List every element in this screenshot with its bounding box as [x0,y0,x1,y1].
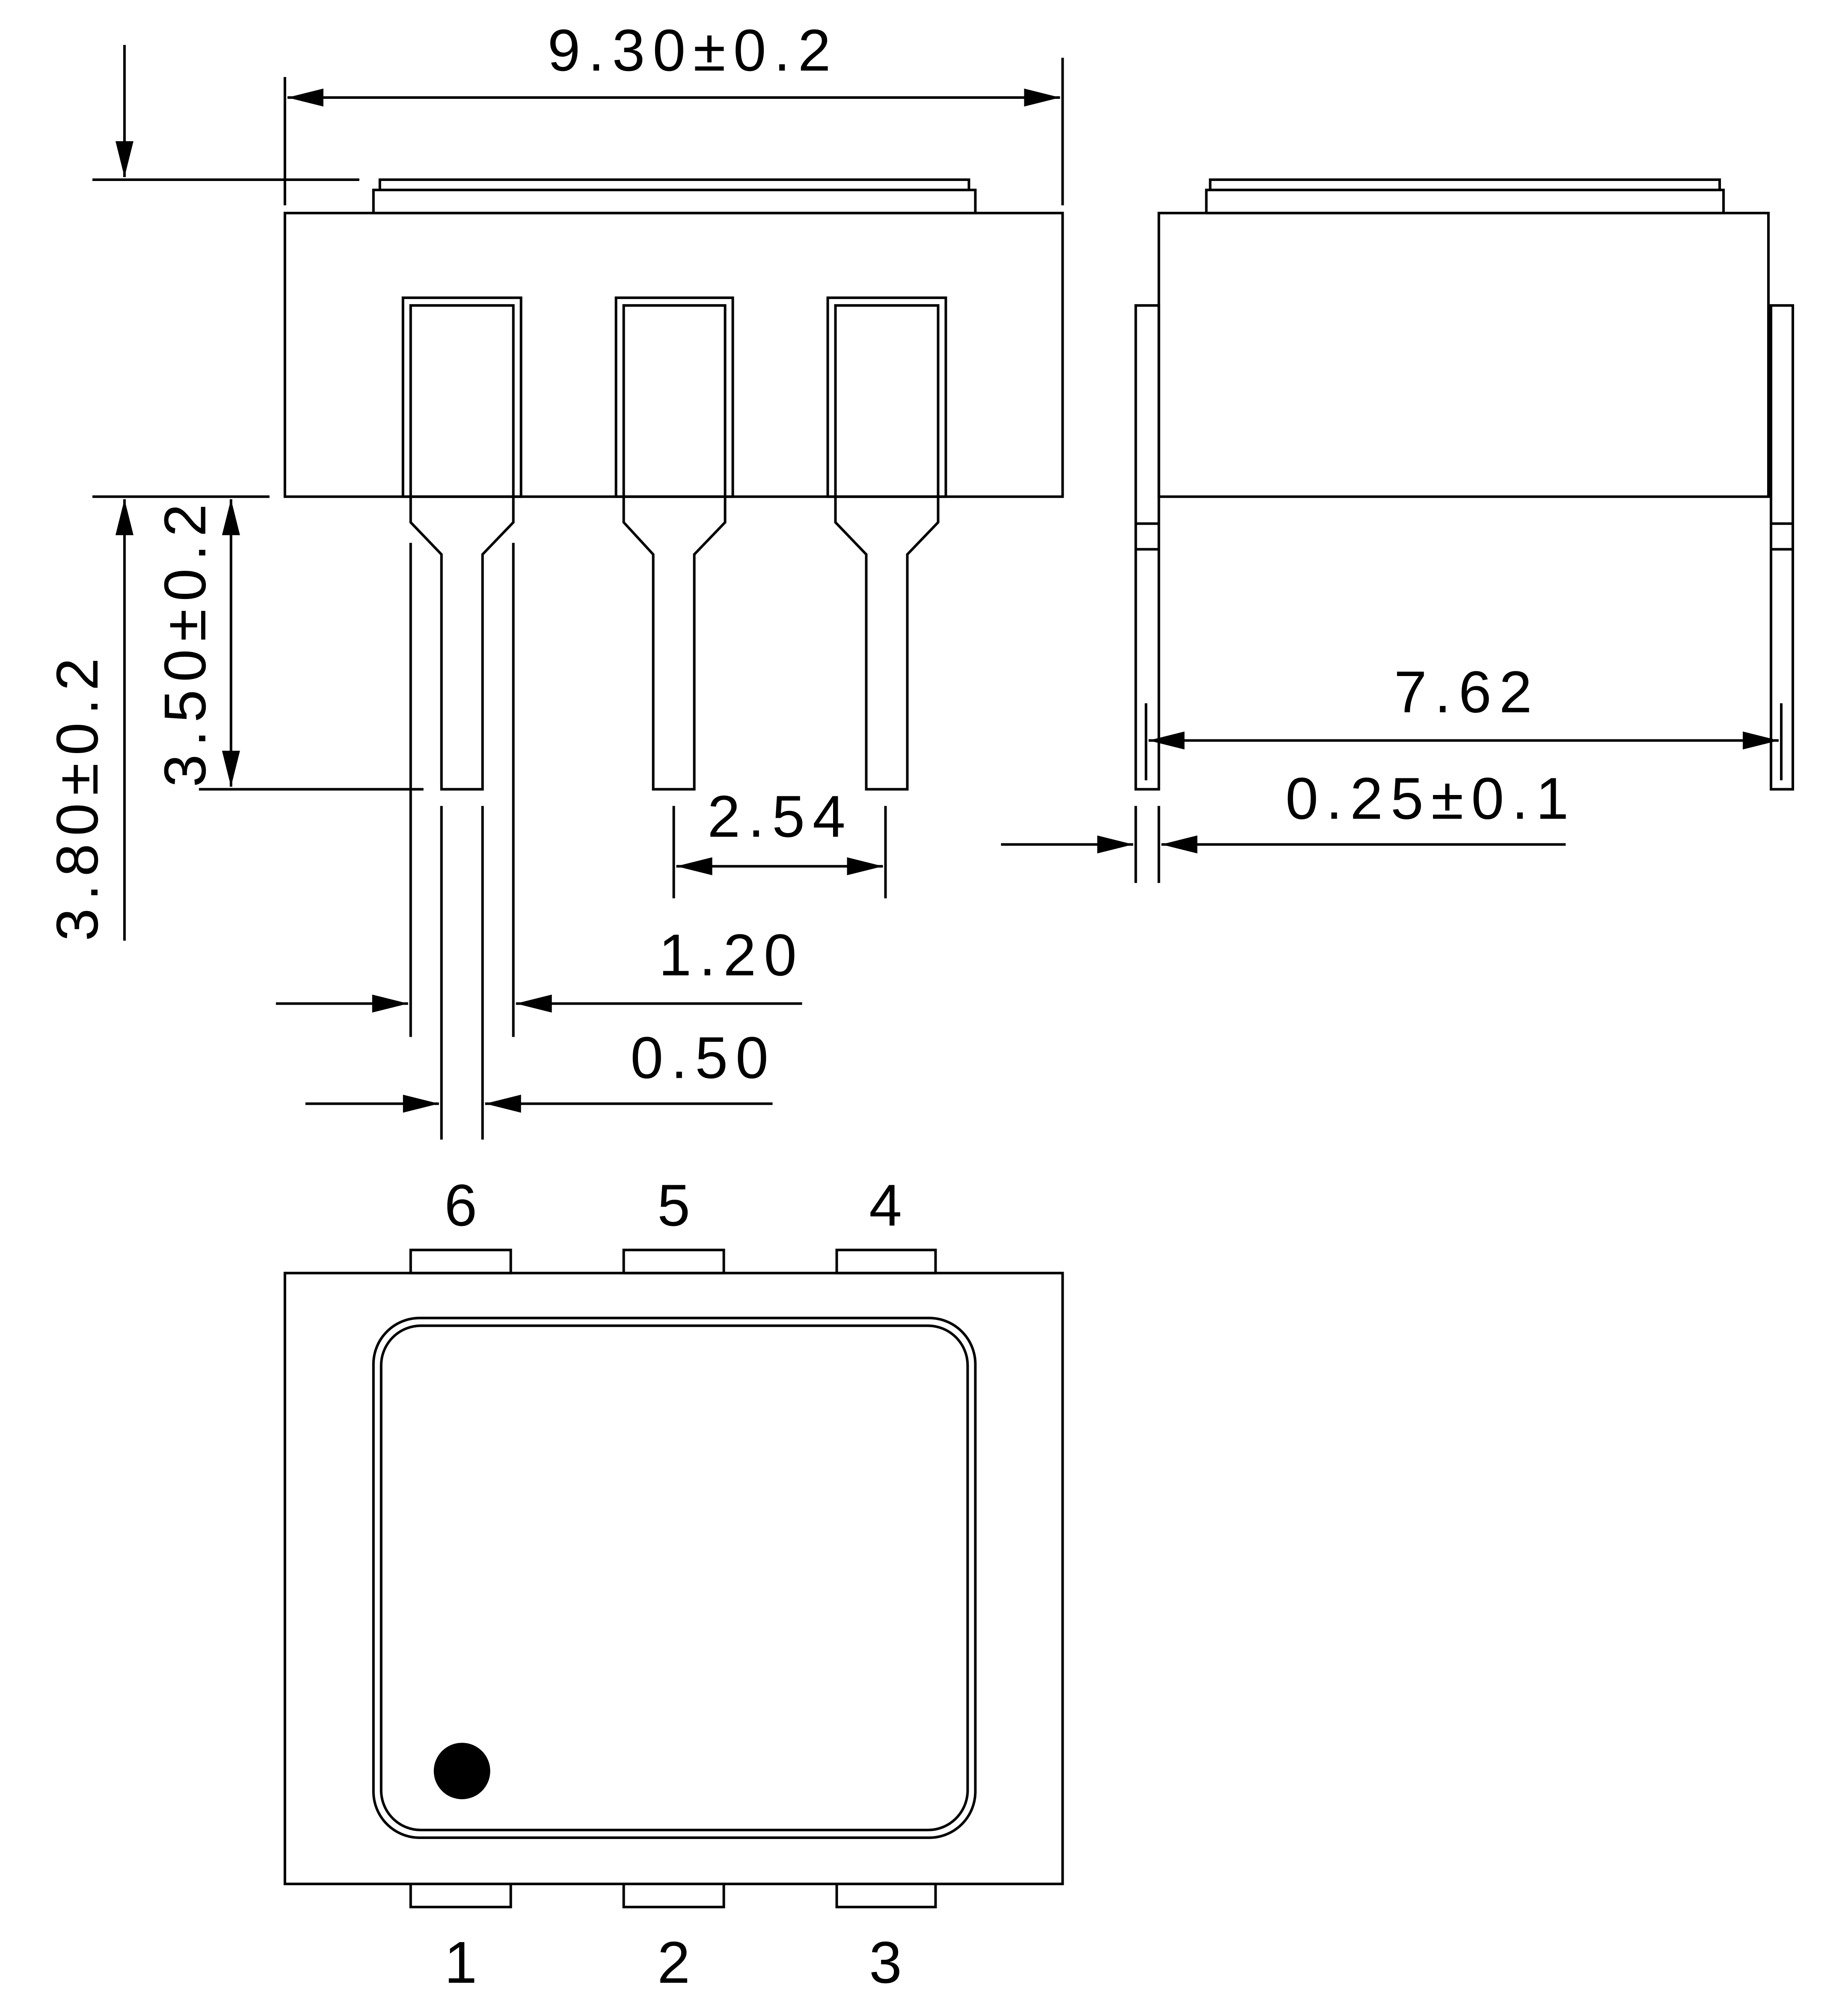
dim-label: 0.25±0.1 [1285,766,1576,832]
pin-label: 6 [444,1172,477,1238]
dim-label: 3.50±0.2 [152,496,218,787]
dim-label: 3.80±0.2 [44,650,110,941]
pin-label: 1 [444,1930,477,1996]
lead-frames [401,296,947,791]
dim-label: 2.54 [707,784,853,850]
dim-lead-thickness: 0.25±0.1 [1001,766,1576,883]
front-view [283,178,1064,1140]
side-view [1134,178,1795,791]
pin-label: 2 [657,1930,690,1996]
dim-top-reference [92,45,359,181]
dim-lead-length-narrow: 3.50±0.2 [152,496,424,791]
pin-label: 3 [869,1930,902,1996]
top-view: 6 5 4 1 2 3 [283,1172,1064,1996]
pin1-marker-dot [433,1743,490,1800]
pin-label: 5 [657,1172,690,1238]
dim-label: 0.50 [630,1025,776,1091]
dim-label: 1.20 [659,922,804,988]
dim-lead-width-narrow: 0.50 [305,1025,776,1113]
dim-lead-length-total: 3.80±0.2 [44,495,270,941]
dim-row-spacing: 7.62 [1148,659,1779,750]
dim-label: 7.62 [1394,659,1540,725]
dim-pitch: 2.54 [672,784,887,899]
dim-overall-length: 9.30±0.2 [283,18,1064,205]
dim-label: 9.30±0.2 [548,18,839,83]
pin-label: 4 [869,1172,902,1238]
dim-lead-width-wide: 1.20 [276,922,804,1013]
